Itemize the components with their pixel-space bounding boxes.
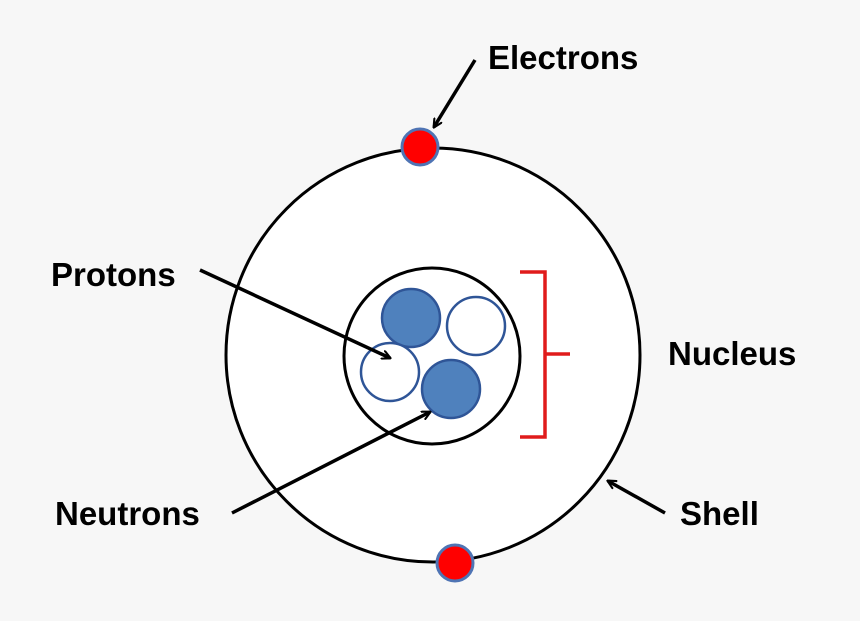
protons-label: Protons [51,256,176,293]
nucleus-bracket [520,270,570,439]
electrons-arrow [432,59,477,127]
neutrons-arrow [231,410,430,515]
electrons-label: Electrons [488,39,639,76]
proton-particle [359,341,421,403]
shell-label: Shell [680,495,759,532]
neutrons-label: Neutrons [55,495,200,532]
shell-arrow [608,479,666,515]
neutron-particle [420,358,482,420]
nucleus-label: Nucleus [668,335,797,372]
electron-top [400,127,440,167]
protons-arrow [199,268,390,358]
proton-particle [445,295,507,357]
neutron-particle [380,287,442,349]
electron-bottom [435,543,475,583]
